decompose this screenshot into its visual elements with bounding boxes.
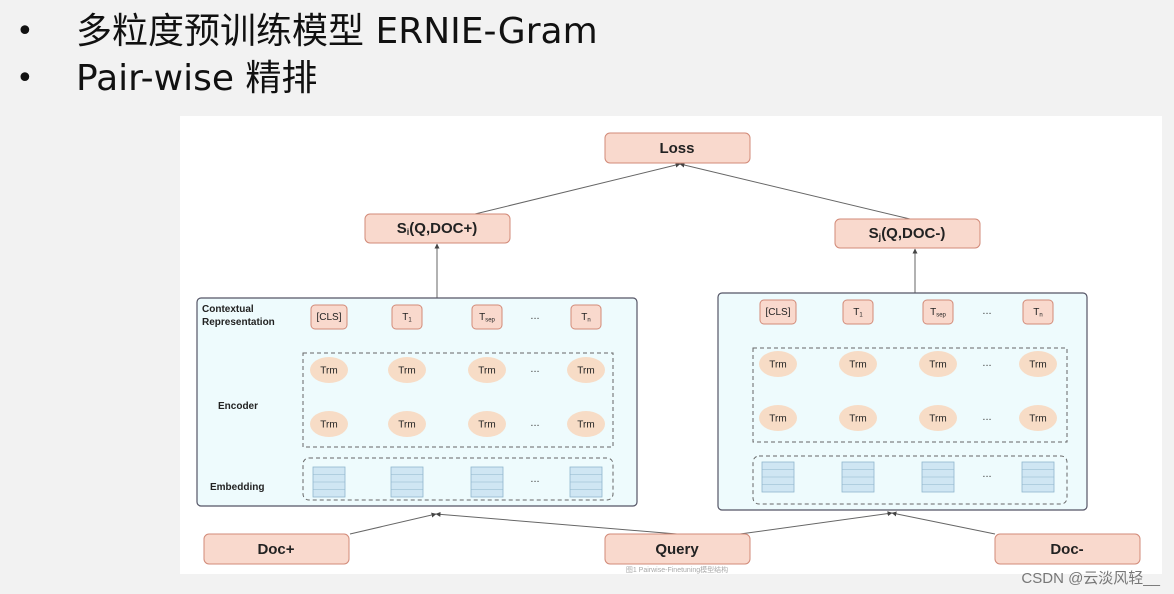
token-label: Tsep bbox=[930, 307, 946, 318]
trm-node bbox=[388, 357, 426, 383]
token-label: T1 bbox=[402, 312, 412, 323]
token-box bbox=[1022, 299, 1054, 325]
token-label: Tn bbox=[581, 312, 590, 323]
doc-neg-input-label: Doc- bbox=[1050, 541, 1083, 558]
trm-label: Trm bbox=[769, 414, 786, 425]
trm-node bbox=[919, 351, 957, 377]
score-pos-box bbox=[364, 213, 511, 244]
trm-label: Trm bbox=[398, 366, 415, 377]
encoder-region-left bbox=[302, 352, 614, 448]
arrow-doc-neg-to-tower bbox=[891, 511, 996, 535]
label-contextual: Contextual bbox=[202, 304, 254, 315]
bullet-dot: • bbox=[16, 61, 34, 96]
token-label: [CLS] bbox=[316, 312, 341, 323]
trm-node bbox=[468, 411, 506, 437]
arrow-score-pos-to-loss bbox=[474, 162, 681, 215]
trm-node bbox=[310, 357, 348, 383]
trm-node bbox=[839, 351, 877, 377]
trm-label: Trm bbox=[478, 420, 495, 431]
token-box bbox=[310, 304, 348, 330]
trm-label: Trm bbox=[929, 414, 946, 425]
watermark: CSDN @云淡风轻__ bbox=[1021, 570, 1160, 587]
ellipsis: ... bbox=[982, 468, 991, 480]
bullet-list: • 多粒度预训练模型 ERNIE-Gram • Pair-wise 精排 bbox=[0, 0, 1174, 110]
arrow-score-neg-to-loss bbox=[679, 162, 911, 220]
loss-box bbox=[604, 132, 751, 164]
token-box bbox=[391, 304, 423, 330]
bullet-text: 多粒度预训练模型 ERNIE-Gram bbox=[76, 11, 598, 52]
trm-label: Trm bbox=[849, 360, 866, 371]
doc-pos-input-label: Doc+ bbox=[257, 541, 294, 558]
doc-pos-input-box bbox=[203, 533, 350, 565]
trm-label: Trm bbox=[478, 366, 495, 377]
token-label: [CLS] bbox=[765, 307, 790, 318]
trm-node bbox=[1019, 351, 1057, 377]
ellipsis: ... bbox=[530, 417, 539, 429]
trm-node bbox=[839, 405, 877, 431]
trm-label: Trm bbox=[1029, 414, 1046, 425]
token-box bbox=[922, 299, 954, 325]
embedding-region-left bbox=[302, 457, 614, 501]
trm-node bbox=[567, 357, 605, 383]
ellipsis: ... bbox=[530, 363, 539, 375]
trm-node bbox=[1019, 405, 1057, 431]
loss-label: Loss bbox=[659, 140, 694, 157]
score-pos-label: Si(Q,DOC+) bbox=[397, 220, 477, 237]
label-encoder: Encoder bbox=[218, 401, 258, 412]
ellipsis: ... bbox=[982, 357, 991, 369]
doc-neg-input-box bbox=[994, 533, 1141, 565]
query-input-box bbox=[604, 533, 751, 565]
arrow-doc-pos-to-tower bbox=[349, 512, 437, 535]
score-neg-label: Sj(Q,DOC-) bbox=[869, 225, 946, 242]
ellipsis: ... bbox=[530, 310, 539, 322]
query-input-label: Query bbox=[655, 541, 699, 558]
label-representation: Representation bbox=[202, 317, 275, 328]
token-box bbox=[471, 304, 503, 330]
label-embedding: Embedding bbox=[210, 482, 264, 493]
encoder-region-right bbox=[752, 347, 1068, 443]
bullet-dot: • bbox=[16, 14, 34, 49]
arrow-query-to-left-tower bbox=[435, 511, 678, 535]
token-box bbox=[570, 304, 602, 330]
ellipsis: ... bbox=[982, 305, 991, 317]
trm-node bbox=[759, 351, 797, 377]
trm-node bbox=[919, 405, 957, 431]
token-label: Tn bbox=[1033, 307, 1042, 318]
token-label: Tsep bbox=[479, 312, 495, 323]
trm-node bbox=[567, 411, 605, 437]
token-label: T1 bbox=[853, 307, 863, 318]
trm-node bbox=[468, 357, 506, 383]
token-box bbox=[759, 299, 797, 325]
trm-label: Trm bbox=[769, 360, 786, 371]
diagram-caption: 图1 Pairwise-Finetuning模型结构 bbox=[626, 565, 728, 574]
tower-panel-left bbox=[196, 297, 638, 507]
trm-node bbox=[310, 411, 348, 437]
ellipsis: ... bbox=[530, 473, 539, 485]
arrow-query-to-right-tower bbox=[739, 511, 893, 535]
bullet-text: Pair-wise 精排 bbox=[76, 58, 318, 99]
embedding-region-right bbox=[752, 455, 1068, 505]
trm-label: Trm bbox=[577, 366, 594, 377]
trm-label: Trm bbox=[929, 360, 946, 371]
trm-label: Trm bbox=[1029, 360, 1046, 371]
ellipsis: ... bbox=[982, 411, 991, 423]
trm-label: Trm bbox=[320, 366, 337, 377]
token-box bbox=[842, 299, 874, 325]
trm-label: Trm bbox=[398, 420, 415, 431]
score-neg-box bbox=[834, 218, 981, 249]
trm-node bbox=[388, 411, 426, 437]
trm-node bbox=[759, 405, 797, 431]
trm-label: Trm bbox=[320, 420, 337, 431]
trm-label: Trm bbox=[849, 414, 866, 425]
trm-label: Trm bbox=[577, 420, 594, 431]
